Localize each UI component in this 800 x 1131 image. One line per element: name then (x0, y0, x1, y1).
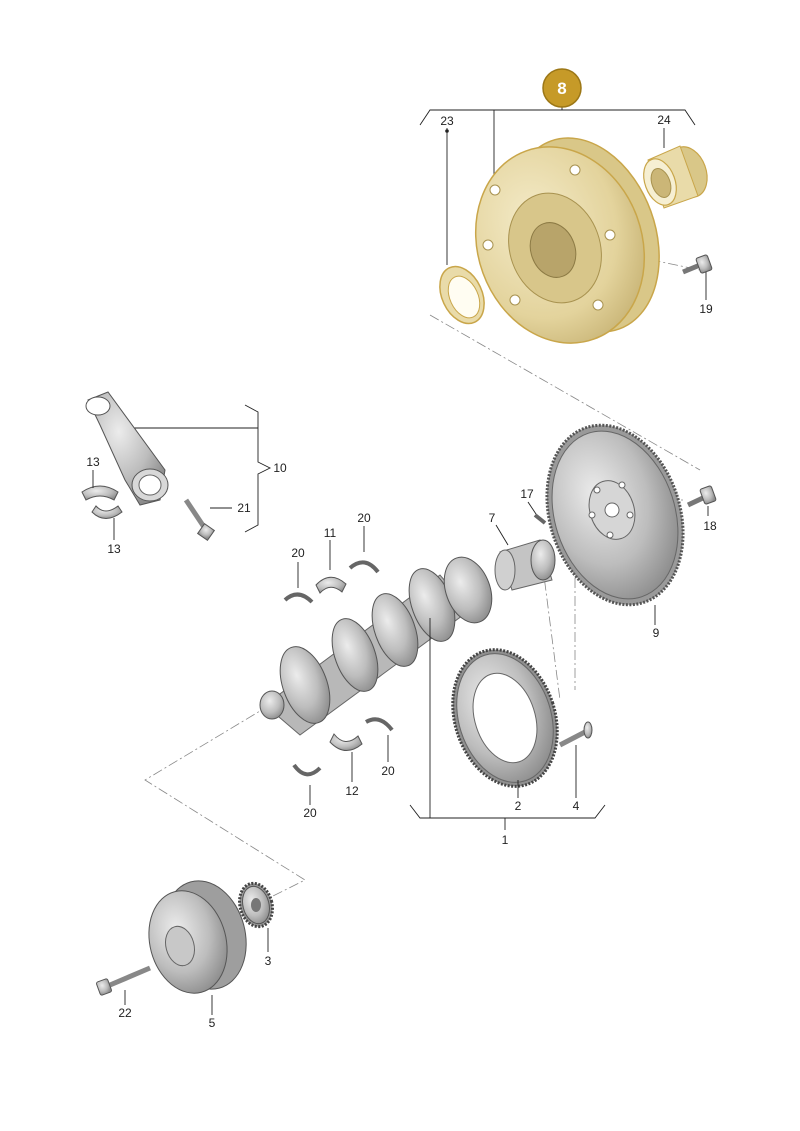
callout-20-b: 20 (357, 511, 371, 525)
part-bearing-shell-11[interactable] (315, 576, 347, 594)
badge-8[interactable]: 8 (542, 68, 582, 108)
part-bolt-19[interactable] (682, 254, 713, 275)
part-ring-gear-2[interactable] (436, 636, 574, 800)
callout-7: 7 (489, 511, 496, 525)
part-dual-mass-flywheel[interactable] (449, 117, 685, 367)
badge-8-label: 8 (557, 79, 566, 98)
part-thrust-washer-20-d[interactable] (365, 717, 394, 732)
part-pin-17[interactable] (533, 513, 547, 525)
callout-13-upper: 13 (86, 455, 100, 469)
part-rod-bolt-21[interactable] (183, 498, 216, 542)
part-flywheel-9[interactable] (525, 407, 705, 622)
callout-11: 11 (324, 526, 337, 540)
group-bracket-1 (409, 618, 606, 830)
callout-24: 24 (657, 113, 671, 127)
callout-13-lower: 13 (107, 542, 121, 556)
callout-17: 17 (520, 487, 534, 501)
callout-18: 18 (703, 519, 717, 533)
group-bracket-10 (118, 404, 272, 533)
callout-19: 19 (699, 302, 713, 316)
callout-1: 1 (502, 833, 509, 847)
callout-3: 3 (265, 954, 272, 968)
part-pulley-5[interactable] (138, 872, 258, 1003)
part-crankshaft[interactable] (259, 551, 500, 736)
part-bushing-7[interactable] (494, 539, 556, 591)
part-bearing-shell-12[interactable] (329, 733, 363, 751)
callout-10: 10 (273, 461, 287, 475)
callout-20-d: 20 (303, 806, 317, 820)
callout-12: 12 (345, 784, 359, 798)
part-needle-bearing-24[interactable] (638, 141, 714, 209)
part-thrust-washer-20-b[interactable] (348, 560, 380, 574)
callout-9: 9 (653, 626, 660, 640)
callout-5: 5 (209, 1016, 216, 1030)
part-seal-ring-23[interactable] (431, 259, 493, 330)
leader-lines (92, 128, 709, 1015)
part-bolt-22[interactable] (96, 965, 151, 996)
callout-2: 2 (515, 799, 522, 813)
part-connecting-rod[interactable] (85, 391, 169, 506)
part-bolt-4[interactable] (558, 721, 593, 748)
part-bolt-18[interactable] (686, 485, 717, 508)
part-bearing-shell-13-upper[interactable] (81, 485, 119, 501)
callout-20-c: 20 (381, 764, 395, 778)
part-thrust-washer-20-a[interactable] (283, 592, 314, 604)
callout-21: 21 (237, 501, 251, 515)
part-bearing-shell-13-lower[interactable] (91, 505, 123, 519)
callout-22: 22 (118, 1006, 132, 1020)
part-thrust-washer-20-c[interactable] (292, 763, 322, 777)
part-sprocket-3[interactable] (235, 880, 277, 931)
callout-4: 4 (573, 799, 580, 813)
callout-labels: 1 2 3 4 5 7 9 10 11 12 13 13 17 18 19 20… (86, 113, 717, 1030)
callout-23: 23 (440, 114, 454, 128)
callout-20-a: 20 (291, 546, 305, 560)
